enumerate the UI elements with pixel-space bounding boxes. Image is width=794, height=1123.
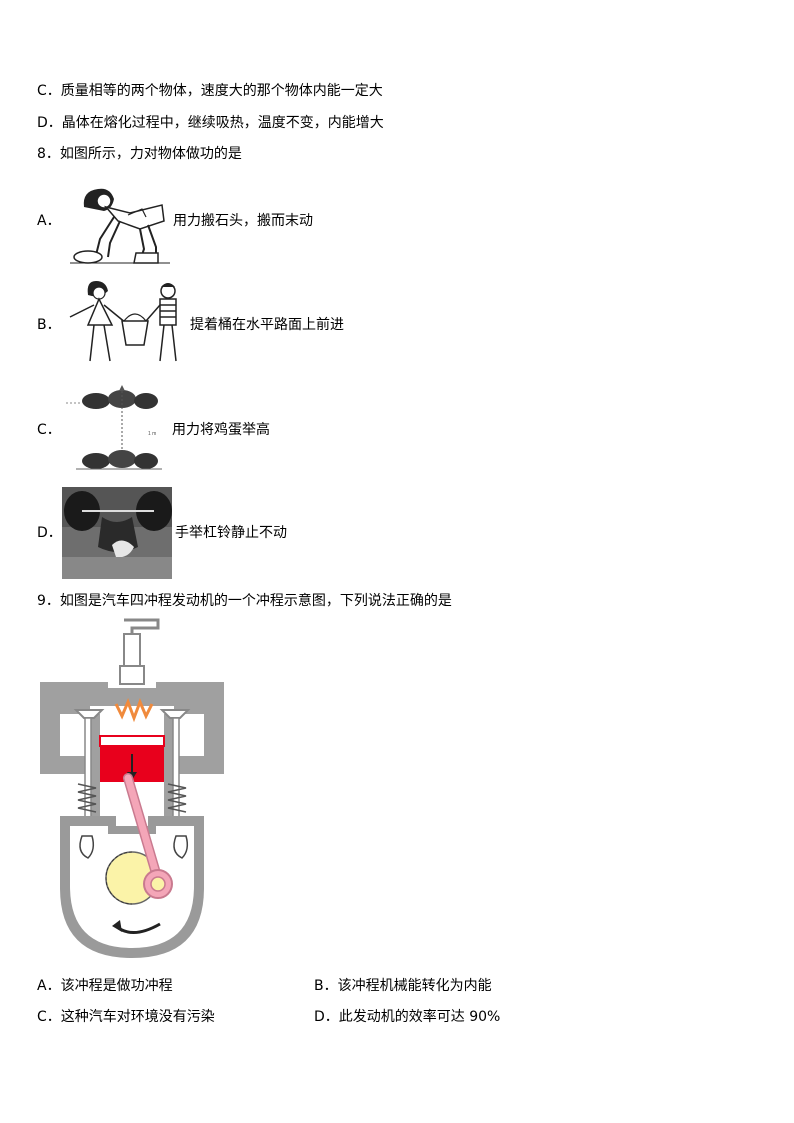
q9-option-c: C．这种汽车对环境没有污染	[37, 1009, 215, 1025]
q9-stem: 9．如图是汽车四冲程发动机的一个冲程示意图，下列说法正确的是	[37, 593, 452, 609]
q9-option-d: D．此发动机的效率可达 90%	[314, 1009, 501, 1025]
q9-option-a: A．该冲程是做功冲程	[37, 978, 173, 994]
weightlifter-photo-figure	[62, 487, 172, 579]
q8-stem: 8．如图所示，力对物体做功的是	[37, 146, 242, 162]
q8-option-b-text: 提着桶在水平路面上前进	[190, 317, 344, 333]
q7-option-d: D．晶体在熔化过程中，继续吸热，温度不变，内能增大	[37, 115, 384, 131]
eggs-lifted-figure: 1 m	[66, 385, 162, 470]
children-carrying-bucket-figure	[69, 281, 177, 362]
four-stroke-engine-diagram	[40, 618, 224, 958]
q8-option-c-label: C．	[37, 422, 61, 438]
q8-option-c-text: 用力将鸡蛋举高	[172, 422, 270, 438]
q8-option-d-text: 手举杠铃静止不动	[175, 525, 287, 541]
q7-option-c: C．质量相等的两个物体，速度大的那个物体内能一定大	[37, 83, 383, 99]
svg-text:1 m: 1 m	[148, 431, 156, 437]
q8-option-a-text: 用力搬石头，搬而末动	[173, 213, 313, 229]
q9-option-b: B．该冲程机械能转化为内能	[314, 978, 492, 994]
q8-option-d-label: D．	[37, 525, 62, 541]
q8-option-b-label: B．	[37, 317, 61, 333]
person-pushing-rock-figure	[70, 188, 170, 264]
q8-option-a-label: A．	[37, 213, 61, 229]
